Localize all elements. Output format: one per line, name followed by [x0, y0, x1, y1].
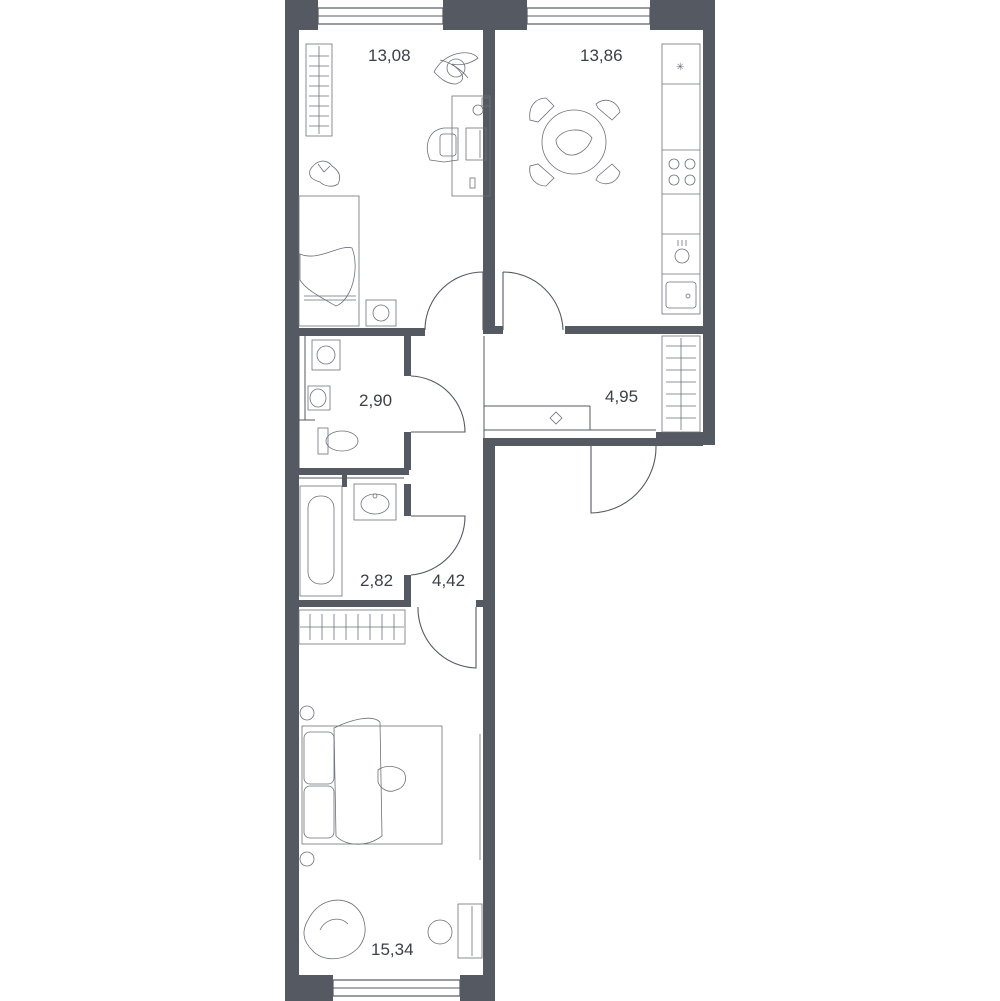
area-room-top-left: 13,08 — [368, 46, 411, 65]
area-kitchen: 13,86 — [580, 46, 623, 65]
armchair-icon — [303, 899, 366, 960]
desk-icon — [451, 95, 491, 197]
washing-machine-icon — [311, 339, 341, 371]
side-table-icon — [427, 919, 453, 945]
furniture: ✳ — [298, 43, 701, 960]
dresser-icon — [457, 903, 483, 959]
dining-table-icon — [529, 97, 621, 187]
svg-text:✳: ✳ — [676, 62, 684, 73]
area-bedroom: 15,34 — [371, 940, 414, 959]
toilet-icon — [317, 427, 359, 455]
door-bathroom — [410, 515, 466, 576]
area-hall: 4,95 — [605, 387, 638, 406]
hall-wardrobe-icon — [661, 335, 701, 433]
hall-item-icon — [549, 411, 563, 425]
toy-icon — [309, 160, 340, 187]
bathtub-icon — [299, 485, 343, 597]
area-corridor: 4,42 — [432, 571, 465, 590]
kitchen-counter-icon: ✳ — [661, 43, 701, 315]
bath-washbasin-icon — [353, 483, 397, 521]
plant-icon — [433, 52, 479, 85]
door-kitchen — [502, 271, 564, 331]
partition-lines — [298, 336, 656, 479]
area-toilet: 2,90 — [359, 391, 392, 410]
sink-icon — [665, 240, 697, 309]
doors — [410, 271, 657, 669]
nightstand-icon — [299, 705, 315, 867]
chair-icon — [427, 127, 459, 163]
area-bathroom: 2,82 — [360, 571, 393, 590]
area-labels: 13,08 13,86 2,90 4,95 2,82 4,42 15,34 — [359, 46, 638, 959]
walls — [285, 0, 715, 1001]
windows — [317, 7, 651, 997]
bed-icon — [298, 195, 397, 327]
door-bedroom — [417, 606, 477, 669]
washbasin-icon — [307, 385, 331, 411]
hob-icon — [668, 158, 696, 186]
door-entrance — [590, 445, 657, 514]
double-bed-icon — [301, 717, 443, 845]
door-toilet — [410, 375, 466, 433]
door-room-top-left — [424, 271, 484, 330]
wardrobe-icon — [305, 43, 333, 137]
bedroom-wardrobe-icon — [298, 609, 406, 645]
